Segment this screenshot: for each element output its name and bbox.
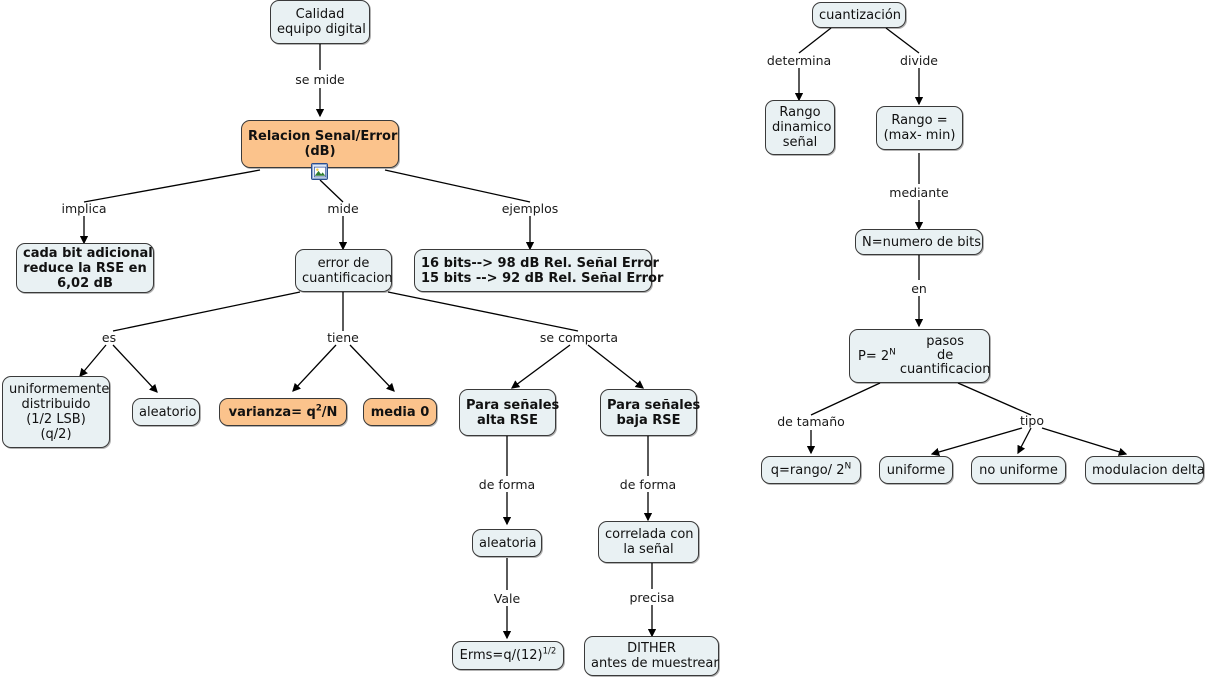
node-uniformemente-line4: (q/2) (40, 427, 72, 442)
edge-label-tipo: tipo (1020, 413, 1044, 428)
node-erms-pre: Erms=q/(12) (459, 648, 543, 663)
node-calidad-line1: Calidad (295, 7, 345, 22)
node-nouniforme-label: no uniforme (979, 462, 1058, 478)
node-varianza-pre: varianza= q (228, 404, 316, 420)
edge-label-ejemplos: ejemplos (501, 201, 559, 216)
node-pasos-pre: P= 2 (858, 348, 890, 364)
edge-label-en: en (911, 281, 927, 296)
node-altarse-line1: Para señales (466, 397, 560, 413)
node-uniforme[interactable]: uniforme (879, 456, 953, 484)
picture-icon (313, 166, 326, 177)
node-cadabit-line2: reduce la RSE en (23, 260, 147, 276)
node-q-rango[interactable]: q=rango/ 2N (761, 456, 861, 484)
node-aleatorio[interactable]: aleatorio (132, 398, 200, 426)
node-cuantizacion-label: cuantización (819, 7, 902, 23)
node-ejemplos-bits-db[interactable]: 16 bits--> 98 dB Rel. Señal Error 15 bit… (414, 249, 663, 292)
node-n-numero-de-bits[interactable]: N=numero de bits (855, 229, 983, 255)
node-rse-line2: (dB) (304, 144, 336, 159)
node-uniformemente-line1: uniformemente (9, 382, 110, 397)
node-errorcuant-line2: cuantificacion (302, 270, 393, 286)
node-altarse-line2: alta RSE (477, 412, 538, 428)
node-rangomax-line2: (max- min) (883, 128, 956, 143)
node-no-uniforme[interactable]: no uniforme (971, 456, 1066, 484)
edge-label-de-forma-1: de forma (478, 477, 536, 492)
node-cada-bit-adicional[interactable]: cada bit adicional reduce la RSE en 6,02… (16, 243, 154, 293)
edge-label-mediante: mediante (889, 185, 949, 200)
edge-label-precisa: precisa (629, 590, 675, 605)
node-pasos-sup: N (889, 347, 896, 358)
edge-label-de-tamano: de tamaño (777, 414, 845, 429)
node-erms-label: Erms=q/(12)1/2 (459, 646, 557, 663)
node-correlada-con-la-senal[interactable]: correlada con la señal (598, 521, 699, 563)
edge-label-determina: determina (766, 53, 832, 68)
node-rangodin-line1: Rango (779, 105, 821, 120)
node-bits-line1: 16 bits--> 98 dB Rel. Señal Error (421, 255, 659, 271)
node-varianza-label: varianza= q2/N (228, 403, 338, 420)
node-pasos-text: pasos de cuantificacion (900, 335, 991, 377)
node-pasos-line3: cuantificacion (899, 362, 991, 377)
node-varianza-post: /N (321, 404, 338, 420)
edge-label-se-mide: se mide (295, 72, 345, 87)
node-bajarse-line1: Para señales (607, 397, 701, 413)
node-erms-sup: 1/2 (542, 646, 557, 657)
node-errorcuant-line1: error de (317, 255, 370, 271)
node-pasos-line1: pasos (926, 334, 965, 349)
node-cadabit-line1: cada bit adicional (23, 245, 153, 261)
node-rangodin-line3: señal (782, 135, 818, 150)
node-calidad-line2: equipo digital (277, 22, 366, 37)
node-rango-dinamico-senal[interactable]: Rango dinamico señal (765, 100, 835, 155)
edge-label-implica: implica (61, 201, 107, 216)
edge-label-es: es (101, 330, 117, 345)
node-correlada-line2: la señal (623, 542, 674, 557)
node-uniformemente-distribuido[interactable]: uniformemente distribuido (1/2 LSB) (q/2… (2, 376, 110, 448)
node-bits-line2: 15 bits --> 92 dB Rel. Señal Error (421, 270, 664, 286)
node-qrango-label: q=rango/ 2N (770, 461, 852, 478)
node-pasos-de-cuantificacion[interactable]: P= 2N pasos de cuantificacion (849, 329, 990, 383)
edge-label-divide: divide (900, 53, 938, 68)
node-dither-line1: DITHER (627, 641, 676, 656)
node-cadabit-line3: 6,02 dB (57, 275, 113, 291)
node-aleatoria-label: aleatoria (479, 535, 537, 551)
node-uniforme-label: uniforme (886, 462, 946, 478)
node-varianza[interactable]: varianza= q2/N (219, 398, 347, 426)
node-aleatoria[interactable]: aleatoria (472, 529, 542, 557)
node-media-0[interactable]: media 0 (363, 398, 437, 426)
node-uniformemente-line3: (1/2 LSB) (26, 412, 86, 427)
node-relacion-senal-error[interactable]: Relacion Senal/Error (dB) (241, 120, 399, 168)
node-aleatorio-label: aleatorio (139, 404, 197, 420)
node-dither[interactable]: DITHER antes de muestrear (584, 636, 719, 676)
node-correlada-line1: correlada con (605, 527, 694, 542)
node-error-de-cuantificacion[interactable]: error de cuantificacion (295, 249, 393, 292)
node-qrango-sup: N (844, 461, 852, 472)
edge-label-vale: Vale (493, 591, 521, 606)
node-moddelta-label: modulacion delta (1092, 462, 1205, 478)
node-qrango-pre: q=rango/ 2 (770, 462, 845, 478)
edge-label-de-forma-2: de forma (619, 477, 677, 492)
node-pasos-formula: P= 2N (856, 347, 896, 364)
node-erms[interactable]: Erms=q/(12)1/2 (452, 641, 564, 670)
image-attachment-icon[interactable] (311, 163, 328, 180)
node-bajarse-line2: baja RSE (616, 412, 681, 428)
node-cuantizacion[interactable]: cuantización (812, 2, 906, 28)
edge-label-tiene: tiene (327, 330, 359, 345)
node-media0-label: media 0 (370, 404, 430, 420)
node-modulacion-delta[interactable]: modulacion delta (1085, 456, 1205, 484)
node-nbits-label: N=numero de bits (862, 234, 982, 250)
node-uniformemente-line2: distribuido (21, 397, 91, 412)
edge-label-mide: mide (327, 201, 359, 216)
node-rango-max-min[interactable]: Rango = (max- min) (876, 106, 963, 150)
node-calidad-equipo-digital[interactable]: Calidad equipo digital (270, 0, 370, 44)
node-pasos-line2: de (937, 348, 954, 363)
node-para-senales-alta-rse[interactable]: Para señales alta RSE (459, 389, 560, 436)
node-rangomax-line1: Rango = (891, 113, 948, 128)
node-varianza-sup: 2 (315, 403, 322, 414)
node-rse-line1: Relacion Senal/Error (248, 129, 398, 144)
node-rangodin-line2: dinamico (772, 120, 832, 135)
node-dither-line2: antes de muestrear (591, 656, 719, 671)
edge-label-se-comporta: se comporta (539, 330, 619, 345)
node-para-senales-baja-rse[interactable]: Para señales baja RSE (600, 389, 701, 436)
